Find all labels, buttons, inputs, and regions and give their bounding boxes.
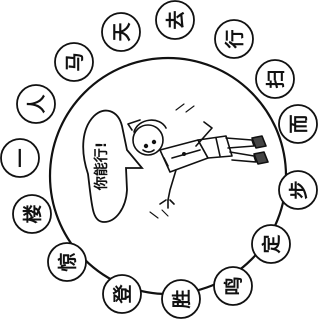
ring-char-lou: 楼 [12, 194, 52, 234]
ring-char-ren: 人 [16, 84, 56, 124]
ring-char-circle [155, 0, 195, 40]
ring-char-label: 去 [164, 10, 187, 29]
ring-char-label: 楼 [21, 204, 44, 223]
ring-char-circle [102, 274, 142, 314]
ring-char-circle [101, 12, 141, 52]
ring-char-er: 而 [278, 104, 318, 144]
ring-char-qu: 去 [155, 0, 195, 40]
ring-char-ma: 马 [54, 42, 94, 82]
ring-char-label: 登 [111, 284, 134, 305]
ring-char-label: 行 [223, 29, 246, 49]
ring-char-label: 一 [10, 148, 32, 167]
boy-head [127, 119, 167, 156]
ring-char-label: 定 [260, 234, 283, 253]
ring-char-circle [0, 138, 40, 178]
boy-arm-point [159, 169, 177, 209]
ring-char-label: 惊 [56, 252, 79, 271]
ring-char-bu: 步 [278, 170, 318, 210]
ring-char-circle [255, 59, 295, 99]
boy-arm-hip [195, 121, 213, 147]
ring-char-deng: 登 [102, 274, 142, 314]
ring-char-label: 天 [111, 22, 133, 42]
motion-lines [149, 103, 195, 219]
ring-char-tian: 天 [101, 12, 141, 52]
ring-char-label: 扫 [264, 69, 287, 88]
ring-char-sheng: 胜 [161, 279, 201, 319]
ring-char-label: 人 [26, 94, 48, 114]
boy-body [159, 139, 209, 173]
boy-legs [225, 135, 269, 165]
ring-char-circle [16, 84, 56, 124]
ring-char-xing: 行 [214, 19, 254, 59]
ring-char-sao: 扫 [255, 59, 295, 99]
ring-char-label: 鸣 [222, 276, 245, 295]
ring-char-ding: 定 [251, 224, 291, 264]
ring-char-yi: 一 [0, 138, 40, 178]
speech-bubble: 你能行! [82, 109, 144, 223]
ring-char-circle [12, 194, 52, 234]
ring-char-circle [278, 104, 318, 144]
ring-char-circle [214, 19, 254, 59]
ring-char-ming: 鸣 [213, 266, 253, 306]
ring-char-label: 步 [288, 180, 310, 199]
ring-char-jing: 惊 [47, 242, 87, 282]
bubble-text: 你能行! [93, 142, 110, 191]
ring-char-circle [251, 224, 291, 264]
ring-char-label: 胜 [171, 289, 193, 308]
ring-char-circle [54, 42, 94, 82]
ring-char-label: 而 [288, 114, 310, 133]
ring-char-circle [213, 266, 253, 306]
boy-illustration [127, 103, 269, 219]
ring-char-label: 马 [64, 52, 86, 71]
ring-char-circle [278, 170, 318, 210]
ring-char-circle [161, 279, 201, 319]
boy-shorts [197, 135, 233, 159]
ring-char-circle [47, 242, 87, 282]
